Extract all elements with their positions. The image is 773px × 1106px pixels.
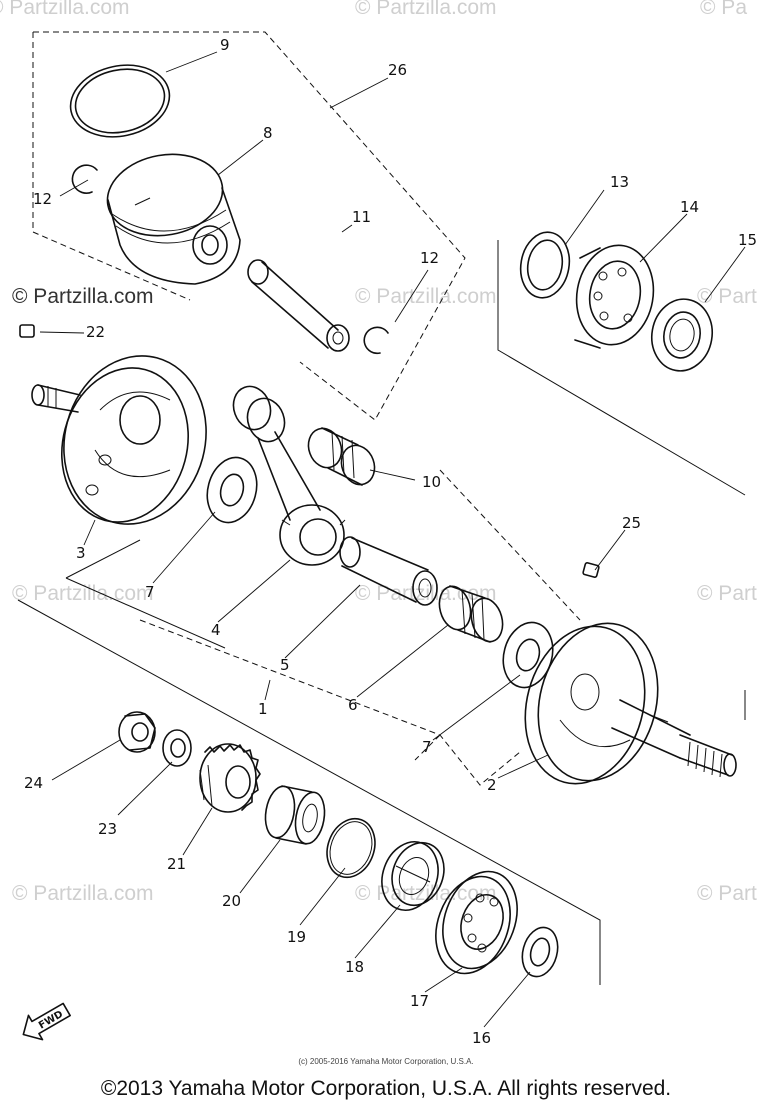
callout-26: 26 (388, 61, 407, 79)
crank-half-left (31, 355, 207, 525)
callout-17: 17 (410, 992, 429, 1010)
gear-21 (199, 743, 261, 813)
callout-9: 9 (220, 36, 230, 54)
needle-bearing-6 (438, 585, 504, 643)
washer-16 (521, 926, 559, 978)
group-boundaries (17, 31, 746, 985)
collar-20 (264, 785, 326, 845)
callout-15: 15 (738, 231, 757, 249)
oil-seal-18 (381, 841, 445, 911)
thrust-washer-left (206, 456, 258, 524)
circlip-right (363, 326, 389, 355)
crank-half-right (524, 622, 737, 785)
watermark: © Partzilla.com (355, 882, 497, 905)
callout-1: 1 (258, 700, 268, 718)
callout-2: 2 (487, 776, 497, 794)
o-ring-19 (326, 817, 376, 879)
callout-10: 10 (422, 473, 441, 491)
callout-21: 21 (167, 855, 186, 873)
watermark: © Part (697, 285, 757, 308)
watermark: © Partzilla.com (12, 285, 154, 308)
thrust-washer-right (502, 621, 554, 689)
callout-23: 23 (98, 820, 117, 838)
lock-washer-23 (162, 729, 192, 767)
callout-19: 19 (287, 928, 306, 946)
watermark: © Part (697, 882, 757, 905)
callout-22: 22 (86, 323, 105, 341)
bearing-17 (435, 870, 518, 975)
callout-14: 14 (680, 198, 699, 216)
watermark: © Partzilla.com (12, 882, 154, 905)
callout-6: 6 (348, 696, 358, 714)
callout-25: 25 (622, 514, 641, 532)
callouts: 9 8 26 12 11 12 13 14 15 22 10 3 7 4 5 1… (24, 36, 757, 1047)
small-copyright: (c) 2005-2016 Yamaha Motor Corporation, … (298, 1057, 473, 1066)
washer-13 (519, 231, 571, 299)
callout-3: 3 (76, 544, 86, 562)
connecting-rod (232, 385, 346, 566)
callout-5: 5 (280, 656, 290, 674)
nut-24 (118, 711, 156, 753)
callout-24: 24 (24, 774, 43, 792)
callout-4: 4 (211, 621, 221, 639)
callout-13: 13 (610, 173, 629, 191)
watermark: © Partzilla.com (355, 285, 497, 308)
callout-18: 18 (345, 958, 364, 976)
callout-12: 12 (420, 249, 439, 267)
watermark: © Partzilla.com (355, 582, 497, 605)
circlip-left (71, 164, 98, 194)
watermarks: © Partzilla.com © Partzilla.com © Pa © P… (0, 0, 757, 905)
callout-7: 7 (145, 583, 155, 601)
callout-7: 7 (422, 738, 432, 756)
crank-pin (339, 536, 438, 606)
watermark: © Part (697, 582, 757, 605)
bearing-14 (574, 244, 655, 349)
watermark: © Partzilla.com (355, 0, 497, 19)
callout-16: 16 (472, 1029, 491, 1047)
piston-pin (247, 259, 350, 352)
watermark: © Partzilla.com (0, 0, 130, 19)
woodruff-key-25 (582, 562, 600, 578)
oil-seal-15 (651, 298, 713, 372)
fwd-label: FWD (37, 1009, 65, 1032)
fwd-arrow: FWD (22, 1002, 71, 1041)
piston-ring (69, 64, 171, 138)
leader-lines (39, 51, 746, 1028)
callout-8: 8 (263, 124, 273, 142)
woodruff-key-22 (19, 324, 35, 338)
main-copyright: ©2013 Yamaha Motor Corporation, U.S.A. A… (101, 1077, 671, 1100)
watermark: © Pa (700, 0, 747, 19)
piston (106, 153, 241, 285)
needle-bearing-10 (307, 427, 376, 486)
callout-20: 20 (222, 892, 241, 910)
watermark: © Partzilla.com (12, 582, 154, 605)
callout-12: 12 (33, 190, 52, 208)
callout-11: 11 (352, 208, 371, 226)
